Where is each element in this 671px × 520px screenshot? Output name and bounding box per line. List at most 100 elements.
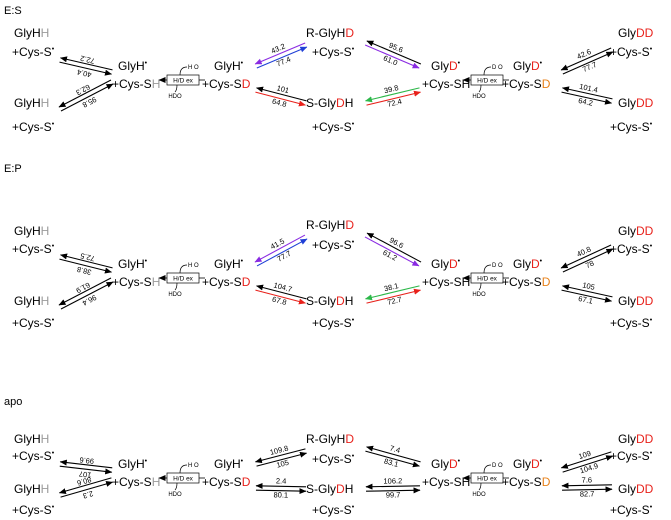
panel1-left-top-species: GlyHH <box>14 26 49 40</box>
panel3-right-bottom-back-arrow <box>561 482 612 489</box>
panel2-far-right-radical: GlyD• <box>513 257 543 271</box>
panel2-left-top-species: GlyHH <box>14 224 49 238</box>
panel1-r-species: R-GlyHD <box>306 26 354 40</box>
panel2-upper-left-forward-arrow <box>256 238 308 267</box>
panel3-s-cys: +Cys-S• <box>312 503 355 517</box>
panel1-upper-right-forward-arrow <box>364 44 420 69</box>
panel1-lower-right-forward-rate: 72.4 <box>386 97 402 109</box>
panel3-left-top-species: GlyHH <box>14 432 49 446</box>
panel1-left-bottom-back-rate: 95.8 <box>81 95 98 110</box>
panel1-upper-left-back-arrow <box>254 42 306 65</box>
panel1-right-top-cys: +Cys-S• <box>610 45 653 59</box>
panel1-upper-left-forward-arrow <box>256 46 308 69</box>
panel1-center-radical: GlyH• <box>214 59 244 73</box>
panel3-far-right-cys: +Cys-SD <box>502 475 551 489</box>
panel2-lower-left-forward-rate: 67.8 <box>271 295 287 307</box>
panel2-lower-right-forward-arrow <box>366 288 422 304</box>
panel3-left-bottom-back-rate: 2.3 <box>82 489 95 501</box>
panel3-upper-right-forward-rate: 7.4 <box>389 444 401 455</box>
panel3-left-center-cys: +Cys-SH <box>112 475 160 489</box>
panel1-left-water-in-curve <box>179 66 188 76</box>
panel3-right-bottom-cys: +Cys-S• <box>610 503 653 517</box>
panel3-left-top-back-arrow <box>59 465 113 475</box>
panel2-title: E:P <box>4 163 22 175</box>
panel1-right-center-cys: +Cys-SH <box>422 77 470 91</box>
panel2-right-bottom-forward-rate: 67.1 <box>578 294 594 306</box>
panel3-left-exchange-label: H/D ex <box>173 475 194 482</box>
panel3-r-cys: +Cys-S• <box>312 452 355 466</box>
panel1-right-top-back-rate: 77.7 <box>581 60 598 74</box>
panel1-upper-right-back-rate: 61.0 <box>382 53 399 67</box>
panel3-left-water-in-curve <box>179 464 188 474</box>
panel2-right-water-out-label: HDO <box>472 292 486 298</box>
panel2-center-radical: GlyH• <box>214 257 244 271</box>
panel2-s-species: S-GlyDH <box>306 294 353 308</box>
panel3-left-top-back-rate: 99.6 <box>79 455 95 466</box>
panel3-right-bottom-forward-arrow <box>562 486 613 493</box>
panel1-right-center-radical: GlyD• <box>431 59 461 73</box>
panel3-lower-left-back-rate: 2.4 <box>276 476 287 485</box>
panel3-center-cys: +Cys-SD <box>202 475 251 489</box>
panel1-lower-left-forward-rate: 64.8 <box>271 97 287 109</box>
panel2-right-water-in-label: D O <box>492 263 503 269</box>
panel3-right-bottom-back-rate: 7.6 <box>582 475 593 484</box>
panel1-center-cys: +Cys-SD <box>202 77 251 91</box>
panel2-right-bottom-back-rate: 105 <box>582 280 596 291</box>
panel2-right-bottom-forward-arrow <box>561 289 613 303</box>
water-exchange-icon: H/D ex D O HDO <box>462 263 509 298</box>
panel2-right-bottom-species: GlyDD <box>618 294 654 308</box>
panel1-left-top-cys: +Cys-S• <box>12 45 55 59</box>
panel3-title: apo <box>4 396 22 408</box>
panel3-lower-right-back-arrow <box>365 483 420 490</box>
panel1-left-bottom-forward-arrow <box>58 79 112 108</box>
panel2-left-top-back-rate: 72.5 <box>79 251 95 263</box>
panel1-right-exchange-label: H/D ex <box>477 77 498 84</box>
panel3-right-top-forward-rate: 109 <box>577 449 592 461</box>
panel2-right-center-radical: GlyD• <box>431 257 461 271</box>
panel3-center-radical: GlyH• <box>214 457 244 471</box>
panel1-left-water-in-label: H O <box>188 65 199 71</box>
panel1-r-cys: +Cys-S• <box>312 45 355 59</box>
panel2-upper-left-back-rate: 77.7 <box>276 249 293 264</box>
panel3-right-water-out-curve <box>478 482 482 491</box>
panel1-left-bottom-species: GlyHH <box>14 96 49 110</box>
panel1-lower-left-back-rate: 101 <box>276 83 290 95</box>
panel3-left-water-out-label: HDO <box>168 492 182 498</box>
panel2-right-exchange-label: H/D ex <box>477 275 498 282</box>
panel2-left-center-cys: +Cys-SH <box>112 275 160 289</box>
panel3-r-species: R-GlyHD <box>306 432 354 446</box>
panel3-right-top-cys: +Cys-S• <box>610 449 653 463</box>
panel1-lower-left-forward-arrow <box>255 91 306 107</box>
panel1-s-cys: +Cys-S• <box>312 120 355 134</box>
panel1-right-water-out-curve <box>478 84 482 93</box>
panel1-right-water-in-label: D O <box>492 65 503 71</box>
panel2-left-bottom-cys: +Cys-S• <box>12 316 55 330</box>
panel2-lower-right-back-rate: 38.1 <box>383 281 399 293</box>
panel3-upper-right-back-rate: 83.1 <box>383 456 399 469</box>
panel3-s-species: S-GlyDH <box>306 482 353 496</box>
panel3-left-water-in-label: H O <box>188 463 199 469</box>
panel3-upper-right-forward-arrow <box>365 450 420 468</box>
panel2-upper-right-back-arrow <box>366 232 422 263</box>
panel2-right-center-cys: +Cys-SH <box>422 275 470 289</box>
panel2-left-top-cys: +Cys-S• <box>12 242 55 256</box>
panel2-left-center-radical: GlyH• <box>118 257 148 271</box>
panel1-left-top-forward-arrow <box>60 56 113 71</box>
panel3-right-top-species: GlyDD <box>618 432 654 446</box>
panel1-left-water-out-label: HDO <box>168 94 182 100</box>
panel3-right-water-in-label: D O <box>492 463 503 469</box>
panel1-right-top-forward-arrow <box>562 51 614 75</box>
panel1-upper-right-back-arrow <box>366 40 422 65</box>
panel1-left-top-back-rate: 72.2 <box>79 54 95 66</box>
panel3-lower-left-back-arrow <box>255 482 307 489</box>
panel3-right-exchange-label: H/D ex <box>477 475 498 482</box>
panel2-right-top-forward-arrow <box>562 248 614 273</box>
panel3-lower-left-forward-rate: 80.1 <box>273 490 288 499</box>
panel2-right-water-out-curve <box>478 282 482 291</box>
panel2-s-cys: +Cys-S• <box>312 316 355 330</box>
panel3-left-bottom-cys: +Cys-S• <box>12 503 55 517</box>
panel1-left-top-forward-rate: 40.4 <box>76 67 92 79</box>
